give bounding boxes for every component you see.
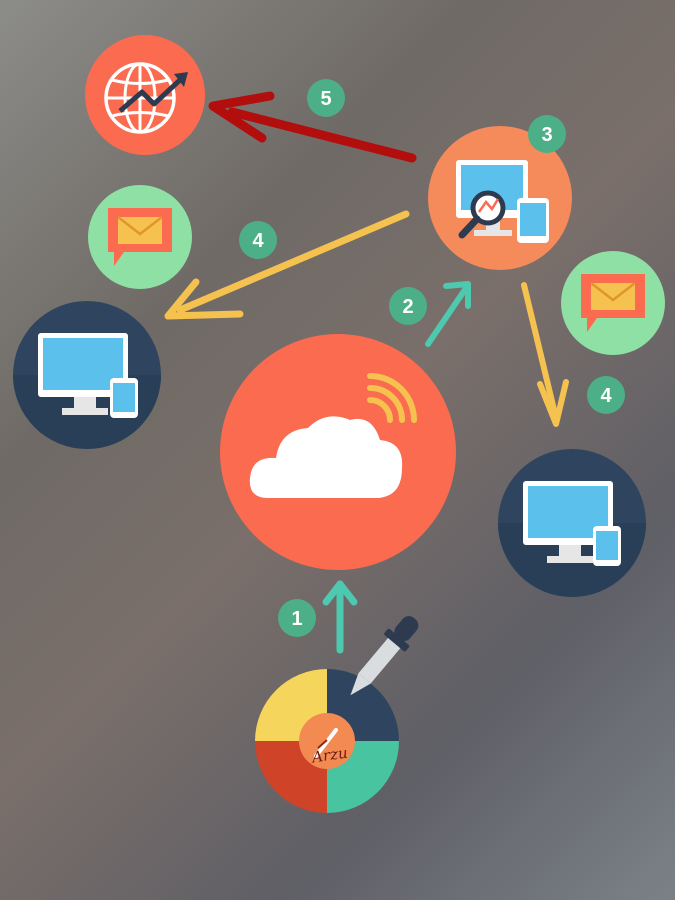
step-badge-2: 2 xyxy=(389,287,427,325)
analytics-node xyxy=(428,126,572,270)
badge-circle xyxy=(587,376,625,414)
step-badge-4-left: 4 xyxy=(239,221,277,259)
left-message-node xyxy=(88,185,192,289)
step-badge-4-right: 4 xyxy=(587,376,625,414)
badge-number: 3 xyxy=(541,124,552,146)
monitor-phone-icon xyxy=(523,481,621,566)
badge-number: 2 xyxy=(402,296,413,318)
arrow-upload xyxy=(322,580,358,654)
monitor-analytics-icon xyxy=(456,160,549,243)
left-device-node xyxy=(13,301,161,449)
badge-number: 4 xyxy=(600,385,612,407)
mail-icon xyxy=(108,208,172,266)
arrow-to-left-device xyxy=(164,210,410,320)
arrow-to-analytics xyxy=(425,281,471,347)
step-badge-3: 3 xyxy=(528,115,566,153)
monitor-phone-icon xyxy=(38,333,138,418)
mail-icon xyxy=(581,274,645,332)
badge-circle xyxy=(389,287,427,325)
right-message-node xyxy=(561,251,665,355)
logo-text: Arzu xyxy=(309,744,349,767)
step-badge-1: 1 xyxy=(278,599,316,637)
arrow-to-right-device xyxy=(521,282,569,427)
badge-circle xyxy=(528,115,566,153)
badge-number: 4 xyxy=(252,230,264,252)
badge-circle xyxy=(239,221,277,259)
logo: Arzu xyxy=(299,713,355,769)
badge-number: 5 xyxy=(320,88,331,110)
cloud-wifi-icon xyxy=(249,373,417,498)
globe-growth-icon xyxy=(104,62,188,134)
source-node: Arzu xyxy=(255,616,419,813)
right-device-node xyxy=(498,449,646,597)
cloud-hub-node xyxy=(220,334,456,570)
web-node xyxy=(85,35,205,155)
arrow-to-web xyxy=(208,91,417,163)
step-badge-5: 5 xyxy=(307,79,345,117)
badge-circle xyxy=(278,599,316,637)
badge-circle xyxy=(307,79,345,117)
badge-number: 1 xyxy=(291,608,302,630)
